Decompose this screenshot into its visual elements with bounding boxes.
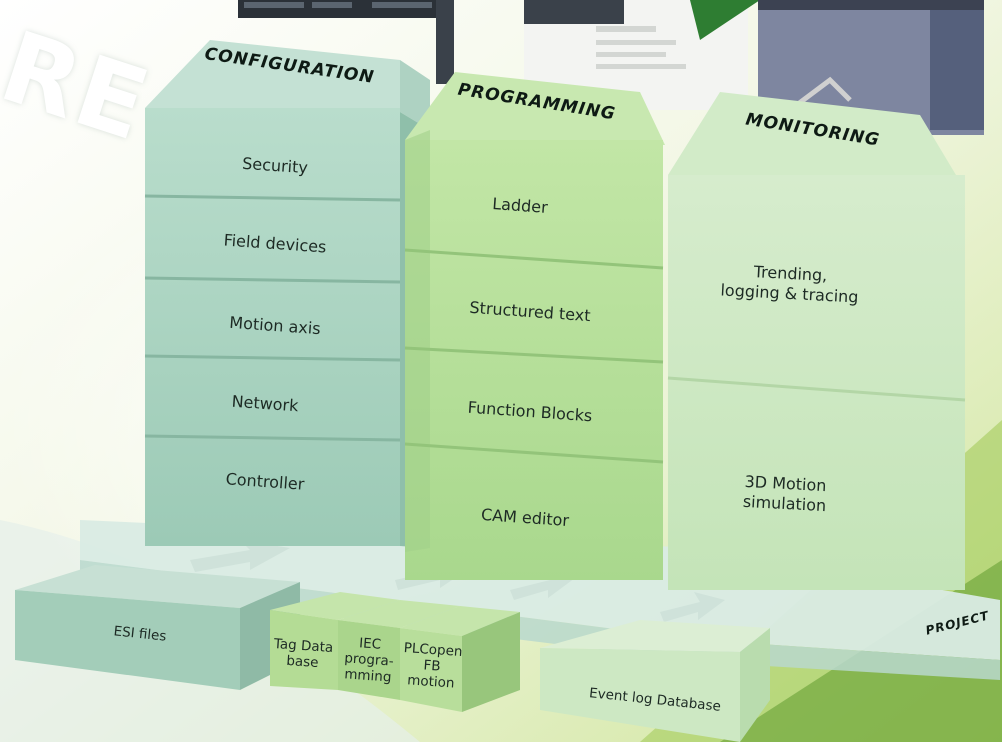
foundation-blocks: [15, 565, 770, 742]
foundation-block-plcopen-fb-motion: PLCopen FB motion: [403, 640, 463, 692]
foundation-block-iec-programming: IEC progra- mming: [343, 635, 395, 686]
monitoring-block-3d-simulation: 3D Motion simulation: [742, 471, 827, 516]
foundation-block-tag-database: Tag Data base: [273, 635, 334, 672]
programming-column: [404, 72, 665, 580]
configuration-column: [144, 40, 430, 548]
monitoring-column: [667, 92, 966, 590]
